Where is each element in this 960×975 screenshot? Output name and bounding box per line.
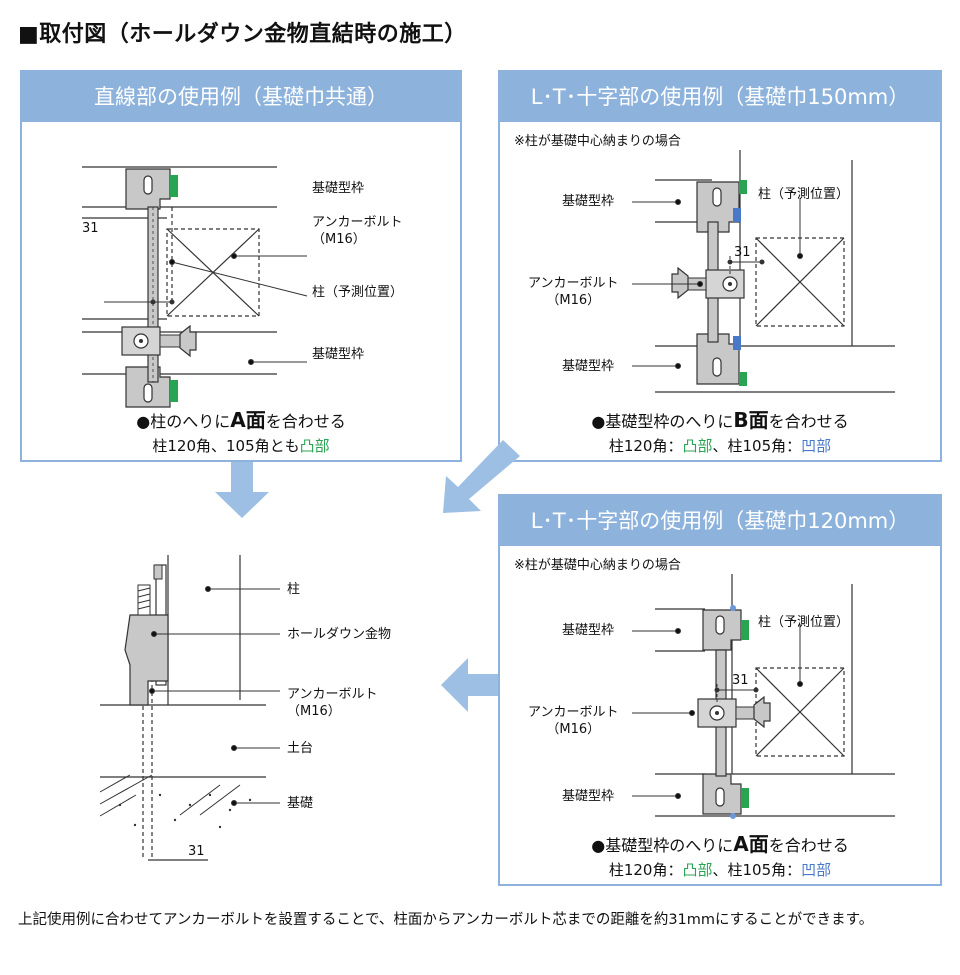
straight-caption: ●柱のへりにA面を合わせる 柱120角、105角とも凸部 bbox=[136, 408, 346, 455]
straight-label-frame-top: 基礎型枠 bbox=[312, 181, 365, 196]
lt120-label-frame-top: 基礎型枠 bbox=[562, 623, 615, 638]
straight-label-frame-bottom: 基礎型枠 bbox=[312, 347, 365, 362]
straight-label-dim31: 31 bbox=[82, 221, 99, 236]
lt150-label-bolt: アンカーボルト （M16） bbox=[528, 276, 619, 308]
panel-lt120: L･T･十字部の使用例（基礎巾120mm） ※柱が基礎中心納まりの場合 bbox=[498, 494, 942, 886]
lt150-note: ※柱が基礎中心納まりの場合 bbox=[514, 134, 681, 149]
wing-nut bbox=[179, 324, 197, 358]
section-label-sill: 土台 bbox=[287, 741, 314, 756]
section-label-foundation: 基礎 bbox=[287, 796, 314, 811]
lt150-diagram bbox=[632, 150, 895, 393]
lt120-label-column: 柱（予測位置） bbox=[758, 615, 850, 630]
panel-straight: 直線部の使用例（基礎巾共通） bbox=[20, 70, 462, 462]
section-label-holddown: ホールダウン金物 bbox=[287, 627, 392, 642]
lt150-label-frame-bottom: 基礎型枠 bbox=[562, 359, 615, 374]
lt120-label-frame-bottom: 基礎型枠 bbox=[562, 789, 615, 804]
lt150-label-dim31: 31 bbox=[734, 245, 751, 260]
lt120-label-dim31: 31 bbox=[732, 673, 749, 688]
panel-lt150-header: L･T･十字部の使用例（基礎巾150mm） bbox=[500, 72, 940, 122]
straight-label-bolt: アンカーボルト （M16） bbox=[312, 215, 403, 247]
straight-label-column: 柱（予測位置） bbox=[312, 285, 404, 300]
lt150-caption: ●基礎型枠のへりにB面を合わせる 柱120角：凸部、柱105角：凹部 bbox=[591, 408, 849, 455]
section-diagram bbox=[99, 555, 280, 861]
panel-lt120-header: L･T･十字部の使用例（基礎巾120mm） bbox=[500, 496, 940, 546]
arrow-left bbox=[441, 658, 498, 712]
lt150-label-frame-top: 基礎型枠 bbox=[562, 194, 615, 209]
frame-clip-top bbox=[125, 168, 178, 210]
holddown-body bbox=[124, 614, 169, 706]
section-label-bolt: アンカーボルト （M16） bbox=[287, 687, 378, 719]
lt120-diagram bbox=[632, 574, 895, 819]
panel-straight-header: 直線部の使用例（基礎巾共通） bbox=[22, 72, 460, 122]
lt150-label-column: 柱（予測位置） bbox=[758, 187, 850, 202]
lt120-note: ※柱が基礎中心納まりの場合 bbox=[514, 558, 681, 573]
section-label-column: 柱 bbox=[287, 582, 301, 597]
straight-diagram bbox=[82, 166, 308, 408]
arrow-down bbox=[215, 462, 269, 518]
lt120-caption: ●基礎型枠のへりにA面を合わせる 柱120角：凸部、柱105角：凹部 bbox=[591, 832, 849, 879]
section-label-dim31: 31 bbox=[188, 844, 205, 859]
footer-note: 上記使用例に合わせてアンカーボルトを設置することで、柱面からアンカーボルト芯まで… bbox=[18, 912, 874, 928]
lt120-label-bolt: アンカーボルト （M16） bbox=[528, 705, 619, 737]
page-title: ■取付図（ホールダウン金物直結時の施工） bbox=[18, 22, 467, 47]
bolt-holder bbox=[121, 326, 161, 356]
panel-lt150: L･T･十字部の使用例（基礎巾150mm） ※柱が基礎中心納まりの場合 bbox=[498, 70, 942, 462]
frame-clip-bottom bbox=[125, 366, 178, 408]
